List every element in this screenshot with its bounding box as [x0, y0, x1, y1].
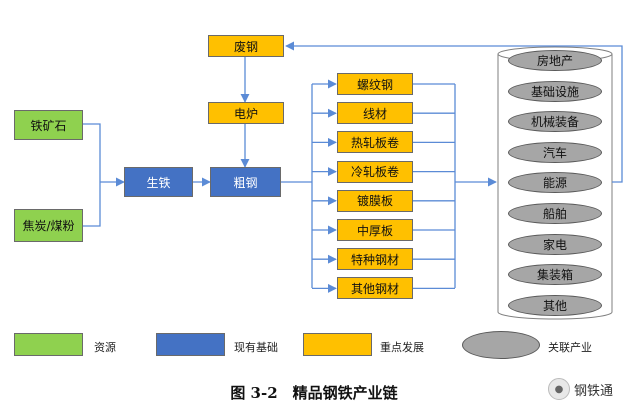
node-crude-steel: 粗钢 — [210, 167, 281, 197]
industry-item: 集装箱 — [508, 264, 602, 286]
industry-item: 家电 — [508, 233, 602, 255]
link-iron-ore — [83, 123, 101, 182]
figure-caption: 图 3-2 精品钢铁产业链 — [230, 384, 398, 402]
product-item: 线材 — [337, 102, 413, 125]
industry-item: 基础设施 — [508, 80, 602, 102]
node-pig-iron: 生铁 — [124, 167, 193, 197]
product-item: 中厚板 — [337, 219, 413, 241]
node-electric-furnace: 电炉 — [208, 102, 284, 124]
node-coke-coal: 焦炭/煤粉 — [14, 209, 83, 242]
link-coke — [83, 182, 101, 227]
product-item: 特种钢材 — [337, 248, 413, 271]
industry-item: 船舶 — [508, 203, 602, 224]
industry-item: 汽车 — [508, 141, 602, 163]
legend-swatch-related — [462, 331, 540, 359]
node-scrap: 废钢 — [208, 35, 284, 57]
product-item: 螺纹钢 — [337, 73, 413, 95]
industry-item: 房地产 — [508, 50, 602, 71]
link-recycle — [285, 41, 623, 183]
watermark: ● 钢铁通 — [548, 378, 613, 400]
legend-label-key: 重点发展 — [380, 341, 424, 354]
node-iron-ore: 铁矿石 — [14, 110, 83, 140]
product-item: 冷轧板卷 — [337, 160, 413, 183]
legend-label-resource: 资源 — [94, 341, 116, 354]
watermark-text: 钢铁通 — [574, 383, 614, 399]
legend-swatch-resource — [14, 333, 83, 356]
product-item: 热轧板卷 — [337, 131, 413, 154]
chat-bubble-icon: ● — [548, 378, 570, 400]
legend-label-existing: 现有基础 — [234, 341, 278, 354]
legend-swatch-key — [303, 333, 372, 356]
industry-item: 能源 — [508, 172, 602, 194]
product-item: 镀膜板 — [337, 189, 413, 212]
legend-label-related: 关联产业 — [548, 341, 592, 354]
industry-item: 其他 — [508, 294, 602, 316]
legend-swatch-existing — [156, 333, 225, 356]
cylinder-bottom — [497, 311, 613, 320]
industry-item: 机械装备 — [508, 111, 602, 133]
product-item: 其他钢材 — [337, 277, 413, 300]
